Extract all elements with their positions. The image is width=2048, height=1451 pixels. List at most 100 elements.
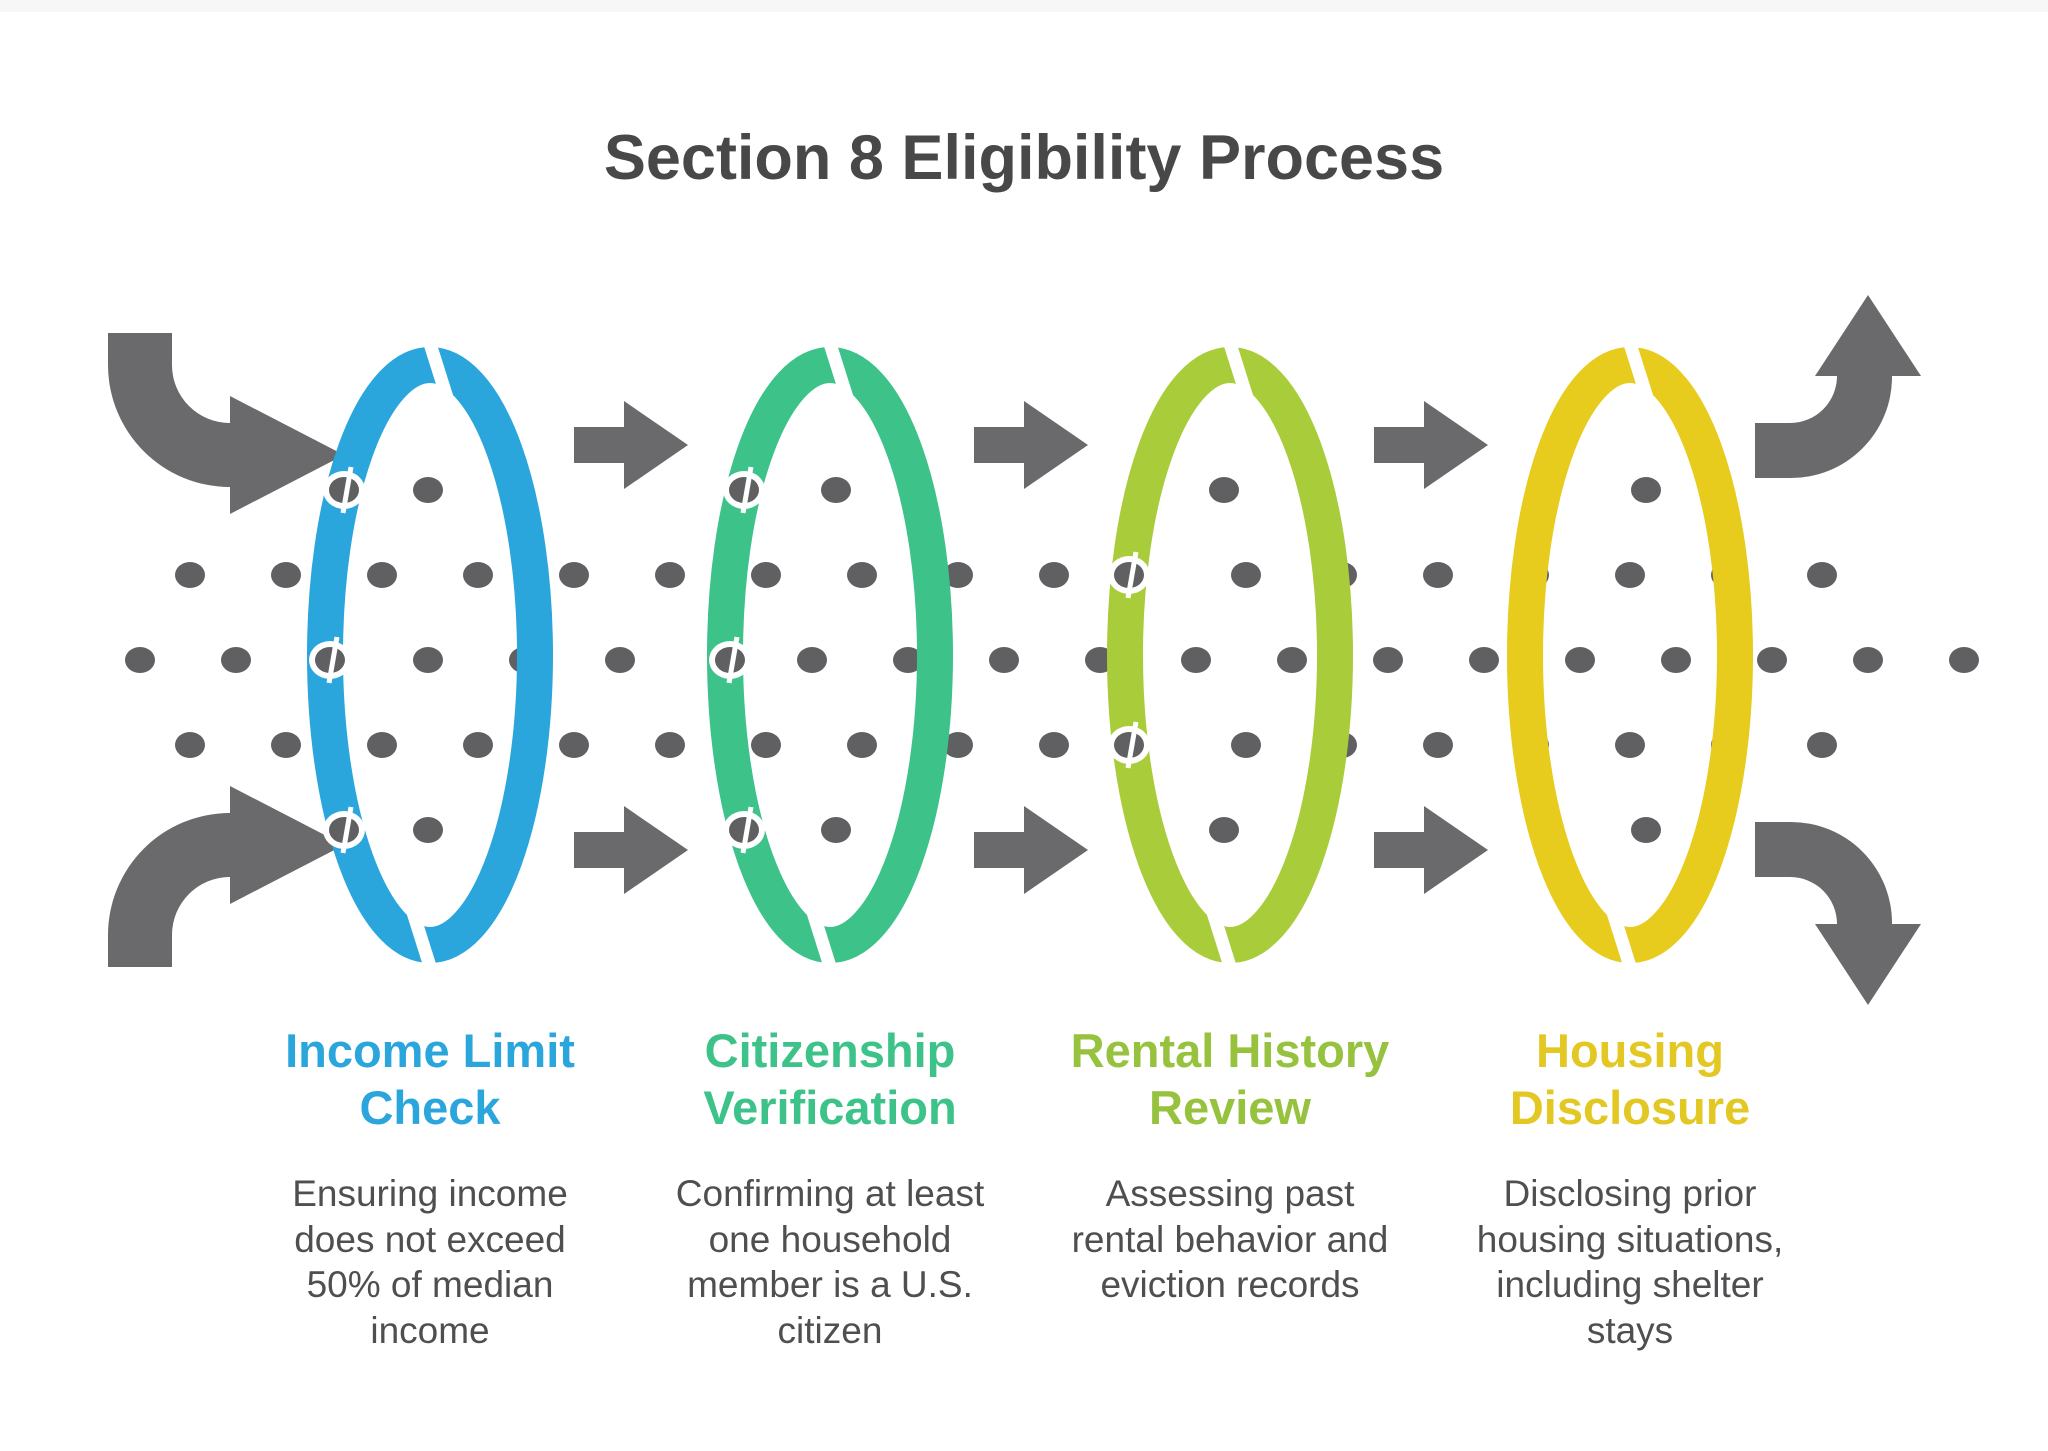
- pass-dot-slice: [340, 806, 354, 854]
- grid-dot: [1615, 562, 1645, 588]
- flow-arrow-icon: [574, 806, 688, 894]
- pass-dot: [329, 477, 359, 503]
- grid-dot: [1853, 647, 1883, 673]
- ring-gap: [403, 901, 441, 981]
- grid-dot: [1231, 732, 1261, 758]
- grid-dot: [989, 647, 1019, 673]
- step-heading: Housing Disclosure: [1509, 1024, 1751, 1135]
- grid-dot: [367, 562, 397, 588]
- pass-dot: [729, 477, 759, 503]
- grid-dot: [413, 647, 443, 673]
- pass-dot: [1114, 562, 1144, 588]
- exit-top-right-arrow-icon: [1755, 295, 1921, 479]
- grid-dot: [751, 732, 781, 758]
- step-heading: Citizenship Verification: [703, 1024, 957, 1135]
- pass-dot-slice: [1125, 551, 1139, 599]
- grid-dot: [1469, 647, 1499, 673]
- flow-arrow-icon: [1374, 806, 1488, 894]
- curved-arrows-layer: [108, 295, 1921, 1005]
- grid-dot: [1631, 477, 1661, 503]
- grid-dot: [943, 562, 973, 588]
- grid-dot: [655, 732, 685, 758]
- pass-dot-slice: [326, 636, 340, 684]
- grid-dot: [175, 562, 205, 588]
- pass-dots-layer: [309, 466, 1150, 854]
- grid-dot: [125, 647, 155, 673]
- grid-dot: [367, 732, 397, 758]
- grid-dot: [1757, 647, 1787, 673]
- grid-dot: [1423, 562, 1453, 588]
- step-description: Ensuring income does not exceed 50% of m…: [292, 1172, 568, 1352]
- exit-bottom-right-arrow-icon: [1755, 821, 1921, 1005]
- page-title: Section 8 Eligibility Process: [603, 123, 1445, 193]
- grid-dot: [751, 562, 781, 588]
- pass-dot: [715, 647, 745, 673]
- rings-layer: [307, 329, 1753, 981]
- pass-dot-slice: [726, 636, 740, 684]
- grid-dot: [413, 477, 443, 503]
- step-heading: Rental History Review: [1070, 1024, 1390, 1135]
- top-strip: [0, 0, 2048, 12]
- flow-arrow-icon: [1374, 401, 1488, 489]
- step-heading: Income Limit Check: [285, 1024, 575, 1135]
- grid-dot: [1209, 817, 1239, 843]
- grid-dot: [1209, 477, 1239, 503]
- grid-dot: [1631, 817, 1661, 843]
- ring-gap: [1203, 901, 1241, 981]
- pass-dot: [1114, 732, 1144, 758]
- flow-arrow-icon: [974, 806, 1088, 894]
- pass-dot-slice: [740, 806, 754, 854]
- ring-gap: [1619, 329, 1657, 409]
- step-income-limit-check: Income Limit Check Ensuring income does …: [240, 1022, 620, 1354]
- pass-dot-slice: [340, 466, 354, 514]
- grid-dot: [1039, 732, 1069, 758]
- grid-dot: [893, 647, 923, 673]
- entry-top-left-arrow-icon: [108, 333, 344, 514]
- grid-dot: [1661, 647, 1691, 673]
- grid-dot: [847, 562, 877, 588]
- grid-dot: [1277, 647, 1307, 673]
- grid-dot: [271, 732, 301, 758]
- flow-arrow-icon: [974, 401, 1088, 489]
- step-citizenship-verification: Citizenship Verification Confirming at l…: [640, 1022, 1020, 1354]
- grid-dot: [821, 477, 851, 503]
- grid-dot: [797, 647, 827, 673]
- step-rental-history-review: Rental History Review Assessing past ren…: [1040, 1022, 1420, 1308]
- ring-gap: [1219, 329, 1257, 409]
- ring-gap: [803, 901, 841, 981]
- grid-dot: [1039, 562, 1069, 588]
- grid-dot: [1181, 647, 1211, 673]
- dots-layer: [125, 477, 1979, 843]
- flow-arrow-icon: [574, 401, 688, 489]
- grid-dot: [1949, 647, 1979, 673]
- grid-dot: [1565, 647, 1595, 673]
- grid-dot: [1807, 562, 1837, 588]
- grid-dot: [847, 732, 877, 758]
- grid-dot: [559, 732, 589, 758]
- step-description: Confirming at least one household member…: [675, 1172, 985, 1352]
- step-description: Disclosing prior housing situations, inc…: [1476, 1172, 1784, 1352]
- grid-dot: [463, 562, 493, 588]
- grid-dot: [463, 732, 493, 758]
- grid-dot: [271, 562, 301, 588]
- entry-bottom-left-arrow-icon: [108, 786, 344, 967]
- pass-dot: [729, 817, 759, 843]
- pass-dot: [315, 647, 345, 673]
- step-housing-disclosure: Housing Disclosure Disclosing prior hous…: [1440, 1022, 1820, 1354]
- grid-dot: [1373, 647, 1403, 673]
- grid-dot: [943, 732, 973, 758]
- pass-dot-slice: [1125, 721, 1139, 769]
- grid-dot: [175, 732, 205, 758]
- straight-arrows-layer: [574, 401, 1488, 894]
- grid-dot: [1231, 562, 1261, 588]
- ring-gap: [419, 329, 457, 409]
- grid-dot: [1807, 732, 1837, 758]
- grid-dot: [413, 817, 443, 843]
- grid-dot: [655, 562, 685, 588]
- housing-ring: [1507, 347, 1753, 963]
- grid-dot: [821, 817, 851, 843]
- grid-dot: [605, 647, 635, 673]
- ring-gap: [819, 329, 857, 409]
